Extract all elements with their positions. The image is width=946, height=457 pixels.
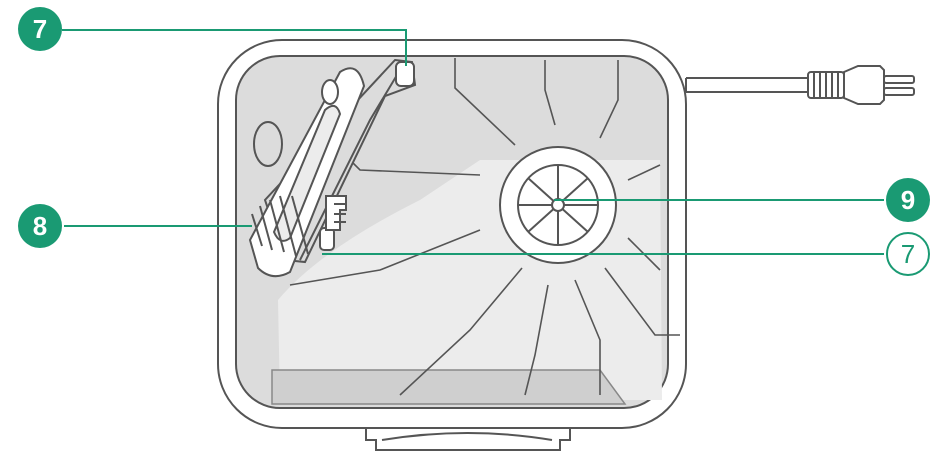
power-plug bbox=[807, 65, 915, 105]
callout-top-left: 7 bbox=[18, 7, 62, 51]
callout-left: 8 bbox=[18, 204, 62, 248]
handle-knob bbox=[253, 121, 283, 167]
removable-handle bbox=[248, 67, 366, 278]
callout-label-top-left: 7 bbox=[33, 14, 47, 44]
callout-right-upper: 9 bbox=[886, 178, 930, 222]
callout-label-left: 8 bbox=[33, 211, 47, 241]
callout-label-right-lower: 7 bbox=[901, 239, 915, 269]
leader-line-top-left bbox=[62, 29, 407, 66]
callout-label-right-upper: 9 bbox=[901, 185, 915, 215]
fan-grille bbox=[499, 146, 617, 264]
callout-right-lower: 7 bbox=[886, 232, 930, 276]
power-cord bbox=[685, 77, 811, 93]
leader-lines bbox=[62, 29, 884, 255]
